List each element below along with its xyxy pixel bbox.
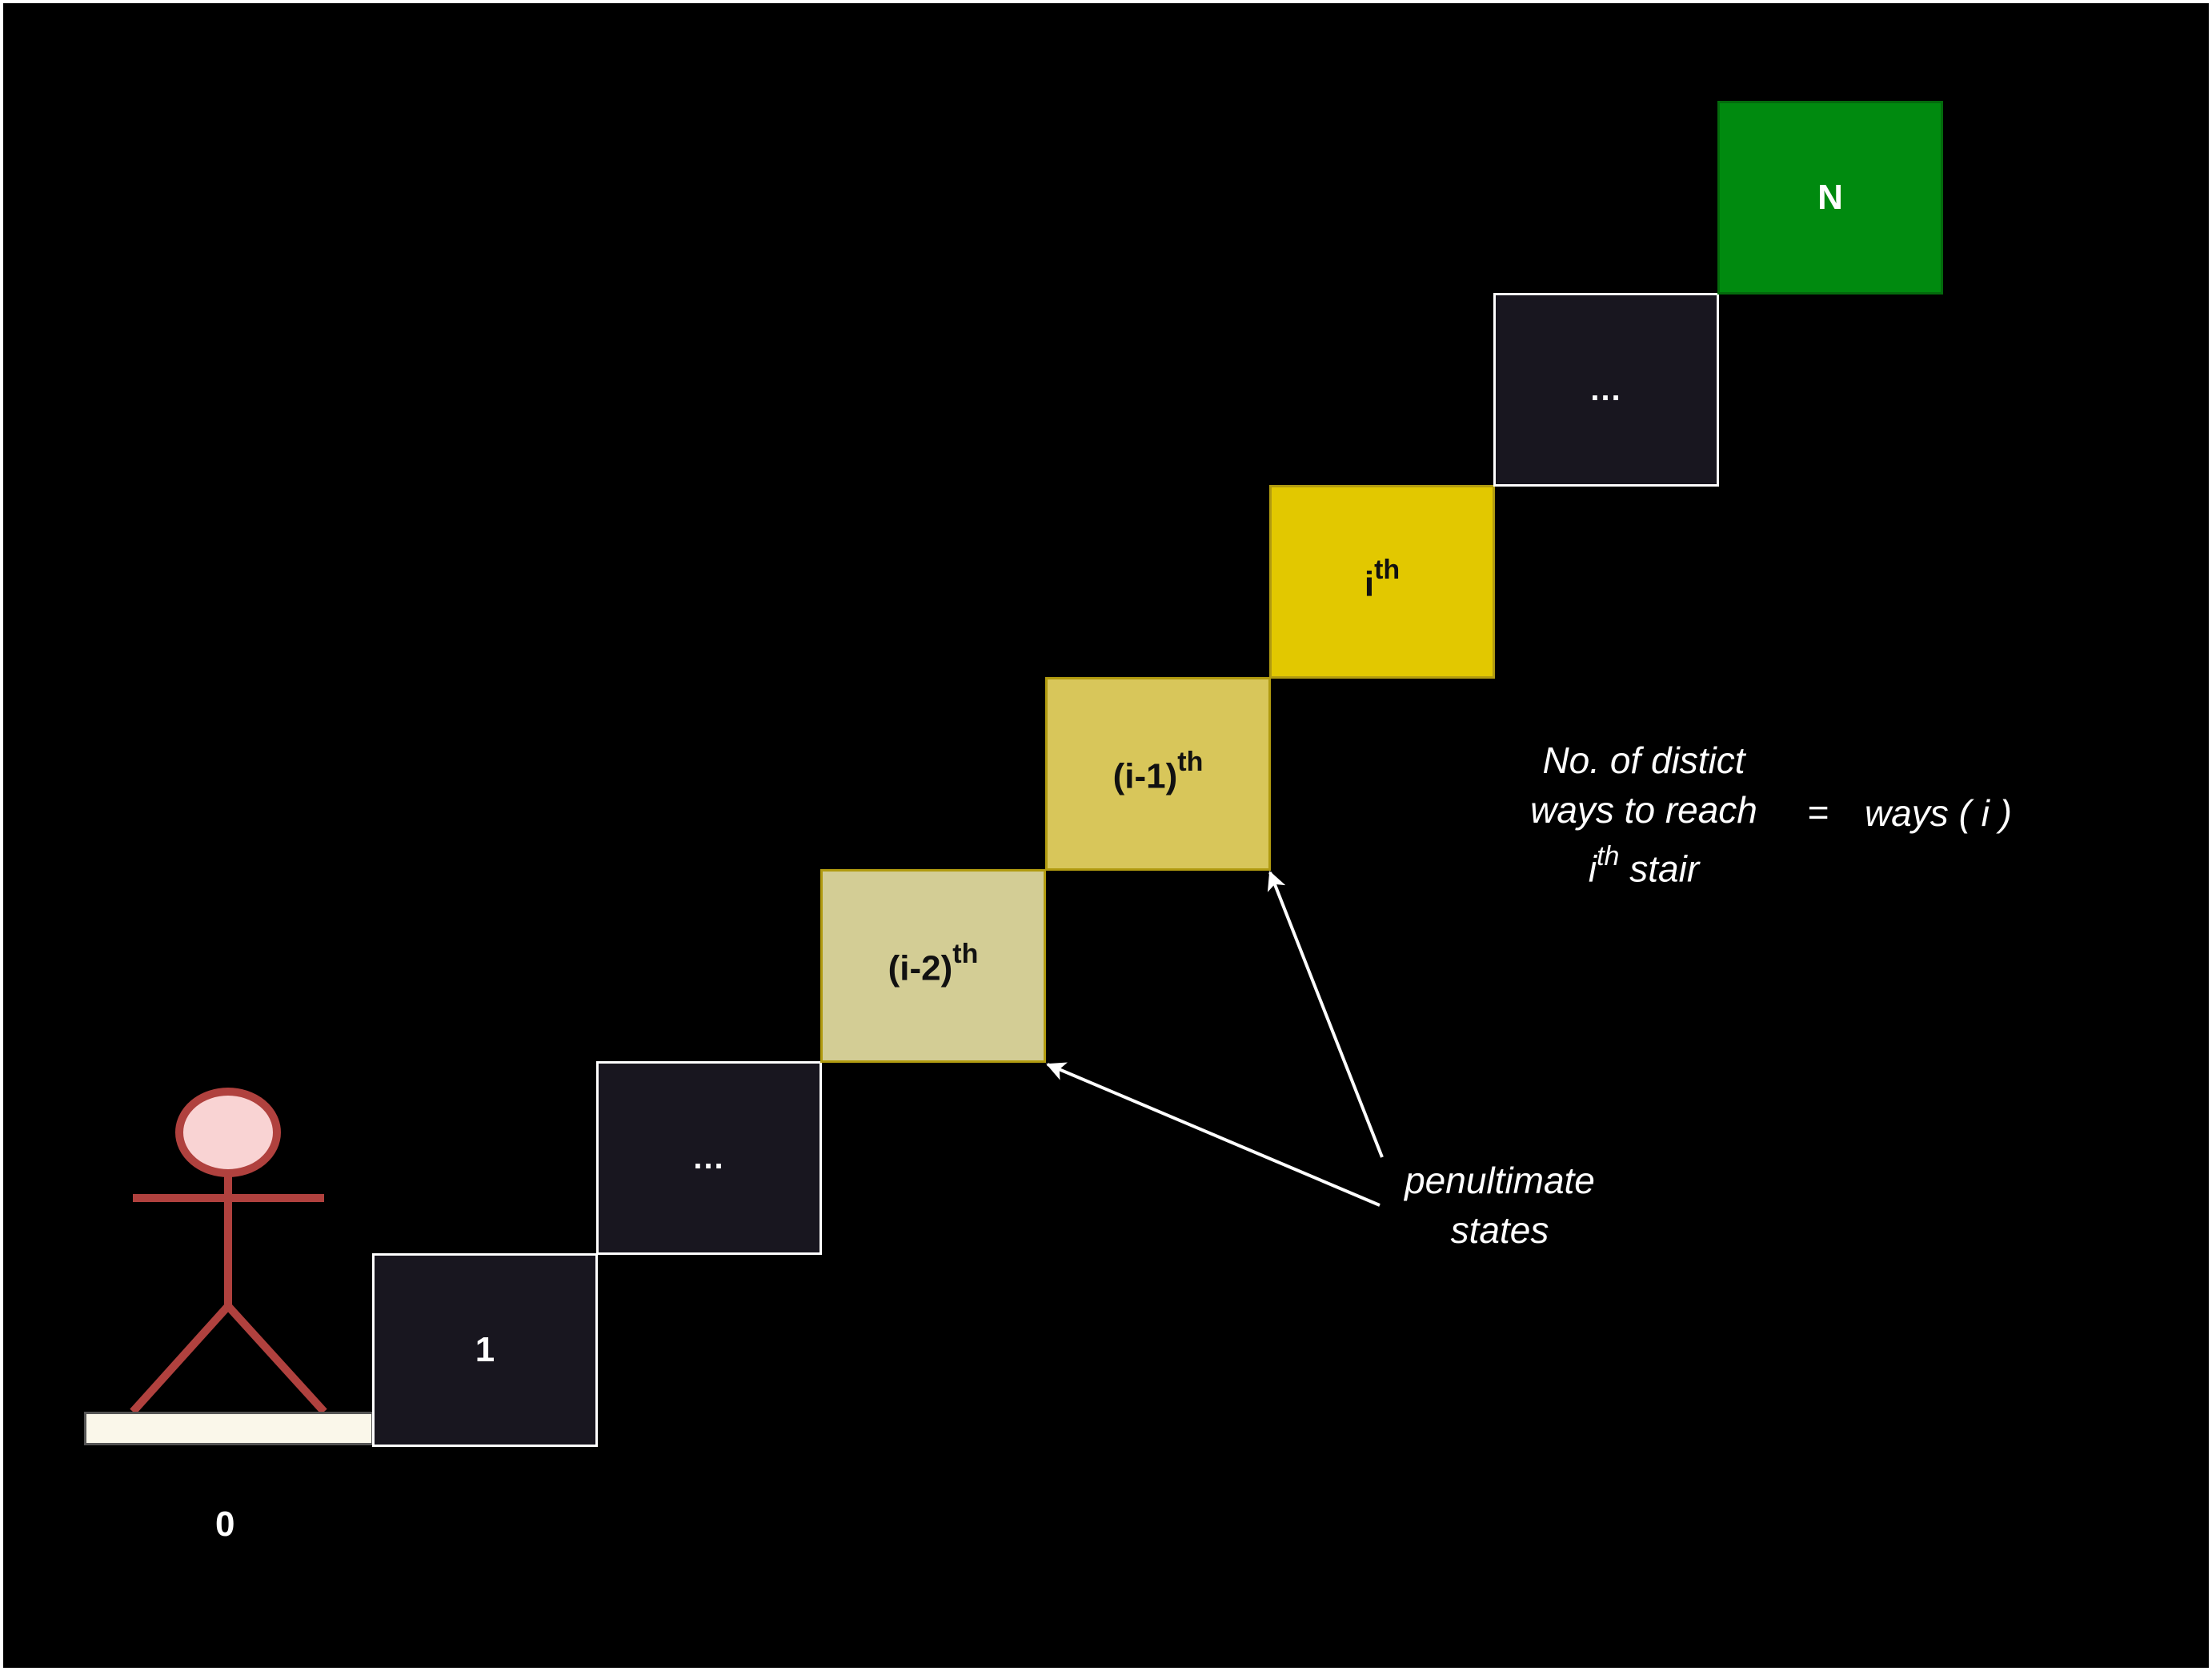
stick-figure-head [175, 1088, 281, 1177]
step-n-label: N [1817, 178, 1843, 217]
step-i-minus-1-label: (i-1)th [1112, 746, 1204, 796]
stick-figure-left-leg [130, 1303, 231, 1415]
definition-equals: = [1807, 791, 1829, 833]
step-n: N [1717, 101, 1943, 295]
arrow-to-step-i-minus-2 [1046, 1062, 1380, 1207]
step-1: 1 [372, 1253, 598, 1447]
definition-line-1: No. of distict [1542, 739, 1745, 781]
definition-lhs: No. of distict ways to reach ith stair [1484, 735, 1804, 893]
step-i-minus-2: (i-2)th [820, 869, 1046, 1063]
step-ellipsis-upper-label: ... [1590, 371, 1622, 407]
step-1-label: 1 [475, 1330, 495, 1369]
step-0-label: 0 [215, 1505, 235, 1544]
step-ellipsis-lower-label: ... [693, 1140, 725, 1176]
definition-line-2: ways to reach [1530, 789, 1757, 831]
stick-figure [130, 1088, 327, 1415]
arrow-to-step-i-minus-1 [1267, 871, 1384, 1158]
step-ellipsis-upper: ... [1493, 293, 1719, 487]
step-i-minus-1: (i-1)th [1045, 677, 1271, 871]
definition-line-3: ith stair [1588, 841, 1700, 890]
penultimate-line-1: penultimate [1405, 1160, 1595, 1201]
penultimate-states-label: penultimate states [1380, 1156, 1620, 1255]
diagram-lines [130, 871, 1384, 1415]
step-i: ith [1269, 485, 1495, 679]
step-i-minus-2-label: (i-2)th [888, 938, 979, 988]
stick-figure-right-leg [225, 1303, 327, 1415]
definition-rhs: ways ( i ) [1865, 792, 2012, 834]
ground-platform [84, 1412, 374, 1445]
penultimate-line-2: states [1450, 1209, 1549, 1251]
step-ellipsis-lower: ... [596, 1061, 822, 1255]
step-i-label: ith [1364, 554, 1401, 604]
